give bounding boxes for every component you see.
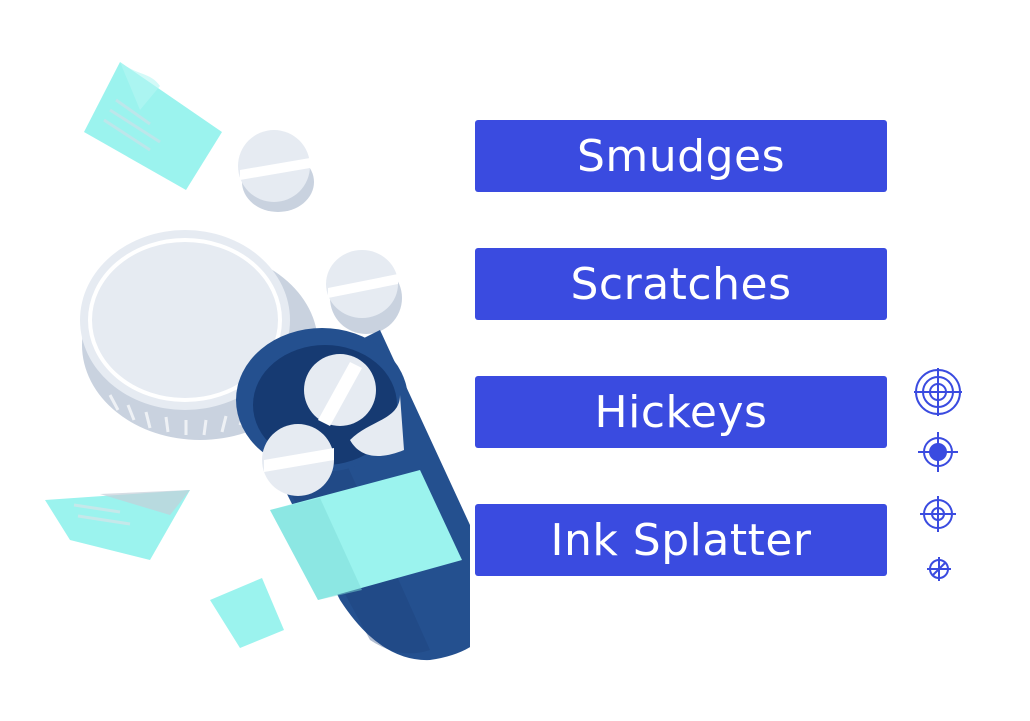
paper-sheet-bottom <box>210 578 284 648</box>
pill-top <box>238 130 314 212</box>
pill-bottle-illustration <box>45 62 470 661</box>
ink-splatter-label: Ink Splatter <box>550 514 812 566</box>
ink-splatter-button[interactable]: Ink Splatter <box>475 504 887 576</box>
hickeys-label: Hickeys <box>594 386 768 438</box>
filled-crosshair-icon <box>918 432 958 472</box>
pill-bottle <box>236 328 470 661</box>
smudges-label: Smudges <box>576 130 786 182</box>
paper-sheet-left <box>45 490 190 560</box>
small-crosshair-icon <box>927 557 951 581</box>
pill-middle <box>326 250 402 334</box>
scratches-button[interactable]: Scratches <box>475 248 887 320</box>
smudges-button[interactable]: Smudges <box>475 120 887 192</box>
concentric-target-icon <box>914 368 962 416</box>
crosshair-icon <box>920 496 956 532</box>
scratches-label: Scratches <box>570 258 792 310</box>
hickeys-button[interactable]: Hickeys <box>475 376 887 448</box>
paper-sheet-top <box>84 62 222 190</box>
